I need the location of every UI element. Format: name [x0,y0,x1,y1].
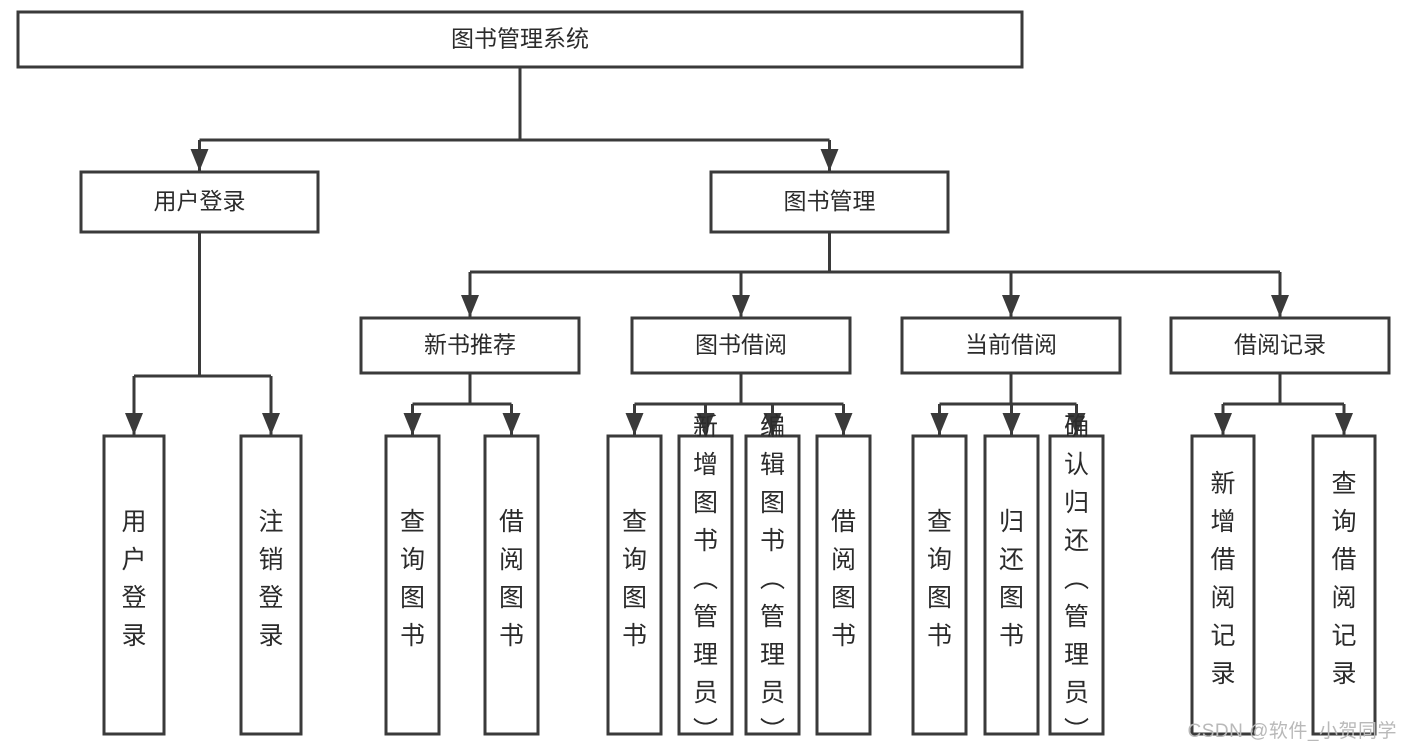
node-label: 注销登录 [258,508,283,650]
node-label: 新增图书︵管理员︶ [693,413,718,745]
arrow-head-icon [1002,295,1020,317]
node-leaf-logout[interactable]: 注销登录 [239,434,303,736]
connector-layer [125,67,1353,435]
node-box [983,434,1040,736]
node-box [1311,434,1377,736]
node-box [744,434,801,736]
arrow-head-icon [1271,295,1289,317]
node-label: 归还图书 [999,508,1024,650]
node-box [359,316,581,375]
node-label: 当前借阅 [965,332,1057,358]
node-box [483,434,540,736]
arrow-head-icon [763,413,782,435]
node-label: 借阅记录 [1234,332,1326,358]
node-box [630,316,852,375]
arrow-head-icon [834,413,853,435]
node-label: 查询借阅记录 [1331,470,1356,688]
node-leaf-query-book-1[interactable]: 查询图书 [384,434,441,736]
node-box [911,434,968,736]
node-layer: 图书管理系统用户登录图书管理新书推荐图书借阅当前借阅借阅记录用户登录注销登录查询… [16,10,1391,745]
node-box [709,170,950,234]
node-leaf-query-book-3[interactable]: 查询图书 [911,434,968,736]
arrow-head-icon [820,149,839,171]
node-box [815,434,872,736]
arrow-head-icon [262,413,280,435]
arrow-head-icon [1067,413,1086,435]
node-leaf-confirm-return[interactable]: 确认归还︵管理员︶ [1048,413,1105,745]
node-label: 查询图书 [927,508,952,650]
node-label: 编辑图书︵管理员︶ [760,413,785,745]
node-book-borrow[interactable]: 图书借阅 [630,316,852,375]
node-book-manage[interactable]: 图书管理 [709,170,950,234]
node-borrow-record[interactable]: 借阅记录 [1169,316,1391,375]
node-leaf-add-book[interactable]: 新增图书︵管理员︶ [677,413,734,745]
node-leaf-return-book[interactable]: 归还图书 [983,434,1040,736]
node-leaf-edit-book[interactable]: 编辑图书︵管理员︶ [744,413,801,745]
arrow-head-icon [696,413,715,435]
arrow-head-icon [1214,413,1232,435]
node-box [900,316,1122,375]
arrow-head-icon [1335,413,1353,435]
node-label: 借阅图书 [499,508,524,650]
node-label: 图书管理系统 [451,26,589,52]
node-box [239,434,303,736]
node-box [1190,434,1256,736]
node-label: 图书借阅 [695,332,787,358]
node-box [677,434,734,736]
node-box [384,434,441,736]
node-leaf-user-login[interactable]: 用户登录 [102,434,166,736]
node-label: 查询图书 [622,508,647,650]
node-label: 图书管理 [784,188,876,214]
node-leaf-query-record[interactable]: 查询借阅记录 [1311,434,1377,736]
node-label: 用户登录 [121,508,146,650]
node-box [79,170,320,234]
node-box [606,434,663,736]
arrow-head-icon [461,295,479,317]
node-undefined[interactable]: 图书管理系统 [16,10,1024,69]
node-leaf-query-book-2[interactable]: 查询图书 [606,434,663,736]
arrow-head-icon [732,295,750,317]
node-box [1169,316,1391,375]
node-box [102,434,166,736]
arrow-head-icon [190,149,209,171]
node-leaf-borrow-book-1[interactable]: 借阅图书 [483,434,540,736]
arrow-head-icon [125,413,143,435]
arrow-head-icon [502,413,521,435]
node-box [16,10,1024,69]
arrow-head-icon [1002,413,1021,435]
node-new-book-recommend[interactable]: 新书推荐 [359,316,581,375]
csdn-watermark: CSDN @软件_小贺同学 [1187,721,1397,742]
node-label: 查询图书 [400,508,425,650]
node-label: 借阅图书 [831,508,856,650]
node-leaf-borrow-book-2[interactable]: 借阅图书 [815,434,872,736]
arrow-head-icon [625,413,644,435]
node-label: 用户登录 [154,188,246,214]
node-box [1048,434,1105,736]
node-current-borrow[interactable]: 当前借阅 [900,316,1122,375]
node-user-login[interactable]: 用户登录 [79,170,320,234]
node-leaf-add-record[interactable]: 新增借阅记录 [1190,434,1256,736]
arrow-head-icon [930,413,949,435]
node-label: 确认归还︵管理员︶ [1064,413,1089,745]
node-label: 新书推荐 [424,332,516,358]
node-label: 新增借阅记录 [1210,470,1235,688]
arrow-head-icon [403,413,422,435]
